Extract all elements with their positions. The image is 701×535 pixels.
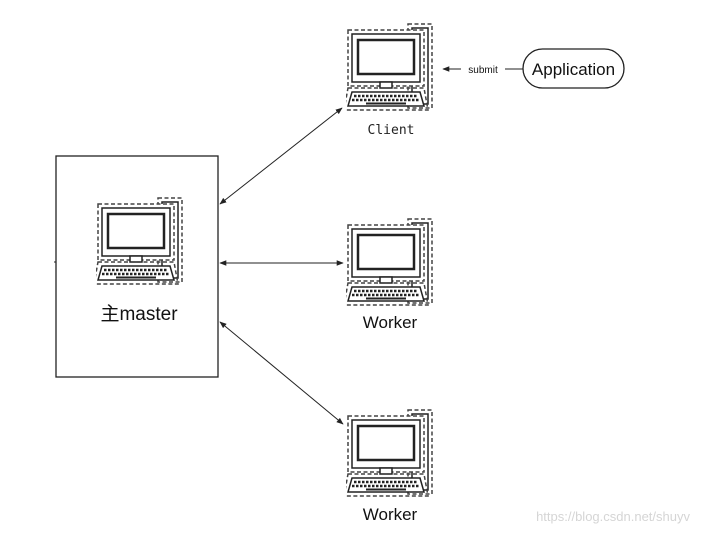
worker-2-label: Worker <box>363 505 418 524</box>
master-label: 主master <box>100 303 178 325</box>
worker-2-computer-icon <box>346 408 434 498</box>
worker-1-computer-icon <box>346 217 434 307</box>
application-node: Application <box>522 48 625 89</box>
application-label: Application <box>532 60 615 79</box>
submit-label: submit <box>468 65 498 76</box>
edge-submit: submit <box>442 65 523 76</box>
client-label: Client <box>368 123 415 138</box>
edge-master-client <box>219 107 343 205</box>
worker-node-2: Worker <box>346 408 434 524</box>
client-node: Client <box>346 22 434 138</box>
worker-1-label: Worker <box>363 313 418 332</box>
client-computer-icon <box>346 22 434 112</box>
edge-master-worker-2 <box>219 321 344 425</box>
master-node: 主master <box>54 155 219 378</box>
master-computer-icon <box>96 196 184 286</box>
worker-node-1: Worker <box>346 217 434 332</box>
watermark: https://blog.csdn.net/shuyv <box>536 509 690 524</box>
